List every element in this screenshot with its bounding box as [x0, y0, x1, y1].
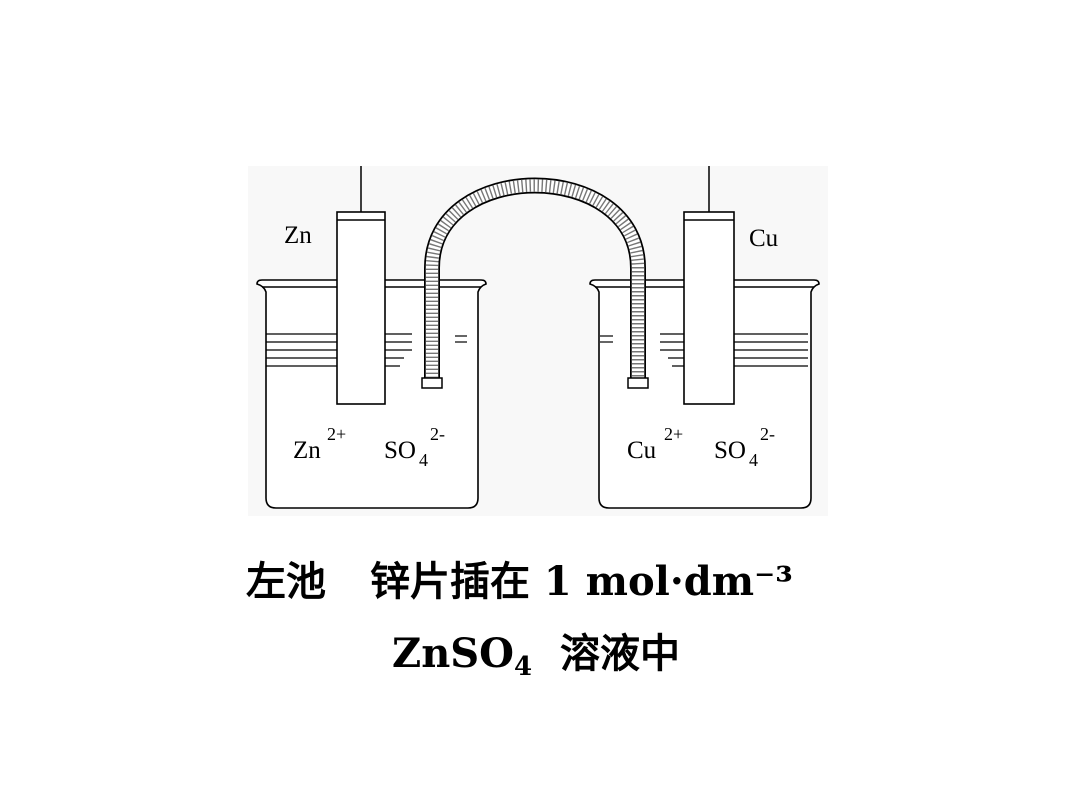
svg-text:2-: 2-	[760, 424, 775, 444]
right-anion-label: SO 4 2-	[714, 424, 775, 470]
svg-text:4: 4	[749, 450, 758, 470]
svg-text:4: 4	[419, 450, 428, 470]
svg-text:2+: 2+	[327, 424, 346, 444]
caption-description: 锌片插在 1 mol·dm⁻³	[370, 558, 793, 605]
zn-label: Zn	[284, 222, 312, 249]
svg-text:Cu: Cu	[627, 437, 657, 464]
salt-bridge	[421, 177, 649, 389]
cu-electrode	[683, 211, 735, 405]
zn-electrode	[336, 211, 386, 405]
right-cation-label: Cu 2+	[627, 424, 683, 464]
svg-text:2+: 2+	[664, 424, 683, 444]
caption-title: 左池	[246, 558, 326, 605]
caption-solution-text: 溶液中	[559, 630, 680, 677]
svg-text:SO: SO	[714, 437, 746, 464]
svg-text:Zn: Zn	[293, 437, 321, 464]
caption-line-2: ZnSO4 溶液中	[392, 634, 680, 681]
svg-text:2-: 2-	[430, 424, 445, 444]
caption-formula: ZnSO4	[392, 630, 533, 682]
caption-line-1: 左池锌片插在 1 mol·dm⁻³	[246, 562, 793, 602]
svg-text:SO: SO	[384, 437, 416, 464]
cu-label: Cu	[749, 225, 779, 252]
left-anion-label: SO 4 2-	[384, 424, 445, 470]
left-cation-label: Zn 2+	[293, 424, 346, 464]
